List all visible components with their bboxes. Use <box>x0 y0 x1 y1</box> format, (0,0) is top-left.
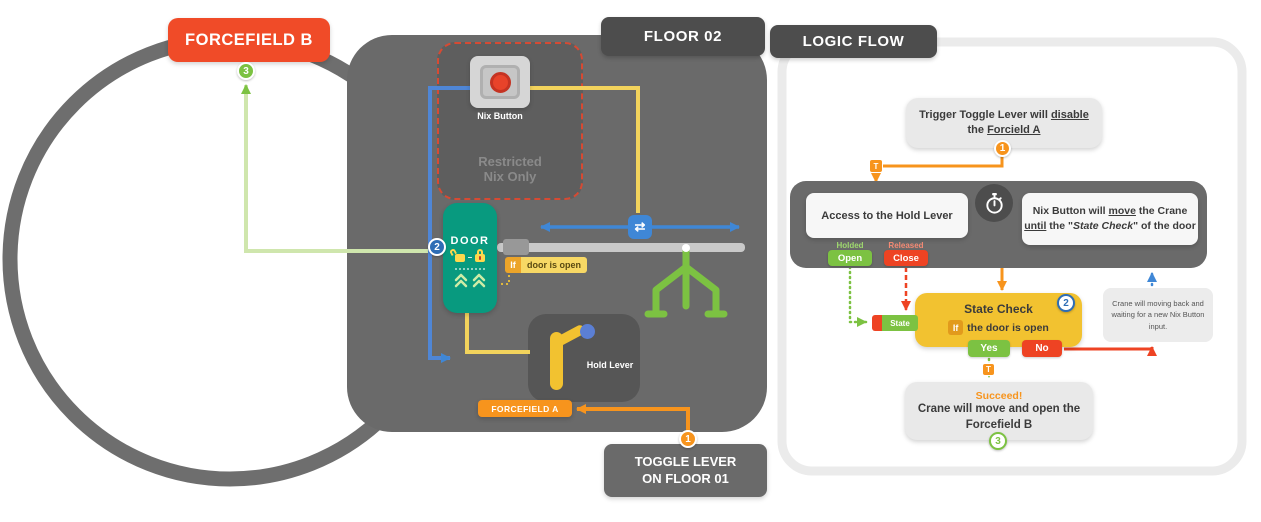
trigger-text-4: Forcield A <box>987 124 1041 136</box>
logic-flow-header: LOGIC FLOW <box>770 25 937 58</box>
floor-label: FLOOR 02 <box>601 17 765 56</box>
state-chip: State <box>872 315 918 331</box>
badge-2: 2 <box>428 238 446 256</box>
yes-button: Yes <box>968 340 1010 357</box>
lock-open-icon <box>454 254 465 262</box>
forcefield-b-label: FORCEFIELD B <box>168 18 330 62</box>
note-box: Crane will moving back and waiting for a… <box>1103 288 1213 342</box>
nix-text-7: " of the door <box>1133 220 1196 232</box>
state-chip-red-notch <box>872 315 882 331</box>
lock-closed-icon <box>475 249 486 262</box>
access-box: Access to the Hold Lever <box>806 193 968 238</box>
badge-3: 3 <box>237 62 255 80</box>
nix-button-label: Nix Button <box>477 111 523 121</box>
hold-lever-knob-icon <box>580 324 595 339</box>
toggle-lever-line1: TOGGLE LEVER <box>634 453 737 469</box>
state-if-chip: If <box>948 320 964 335</box>
nix-text-2: move <box>1108 205 1136 218</box>
holded-label: Holded <box>836 241 864 250</box>
succeed-line2: Forcefield B <box>965 418 1033 431</box>
trigger-text-2: disable <box>1050 109 1089 122</box>
state-condition: the door is open <box>967 321 1049 334</box>
succeed-line1: Crane will move and open the <box>917 403 1081 415</box>
nix-text-6: State Check <box>1072 220 1134 232</box>
lever-chip-trigger: T <box>869 159 883 173</box>
nix-text-4: until <box>1024 220 1047 232</box>
flow-badge-2: 2 <box>1057 294 1075 312</box>
badge-1: 1 <box>679 430 697 448</box>
nix-text-1: Nix Button will <box>1032 205 1109 218</box>
lock-dash: – <box>467 253 473 262</box>
flow-badge-1: 1 <box>994 140 1011 157</box>
if-chip-text: door is open <box>521 257 587 273</box>
restricted-label-line1: Restricted <box>478 154 542 170</box>
nix-text-3: the Crane <box>1135 205 1188 218</box>
open-button: Open <box>828 250 872 266</box>
succeed-title: Succeed! <box>975 390 1023 402</box>
toggle-lever-line2: ON FLOOR 01 <box>642 470 729 486</box>
door: DOOR – <box>443 203 497 313</box>
nix-flow-box: Nix Button will move the Crane until the… <box>1022 193 1198 245</box>
lever-chip-succeed: T <box>982 363 995 376</box>
restricted-label-line2: Nix Only <box>483 168 537 184</box>
if-chip-if: If <box>505 257 521 273</box>
hold-lever-label: Hold Lever <box>586 360 634 370</box>
door-label: DOOR <box>450 235 490 247</box>
door-dotted-divider <box>455 268 485 270</box>
door-chevrons-up-icon <box>454 273 486 288</box>
timer-icon <box>975 184 1013 222</box>
flow-badge-3: 3 <box>989 432 1007 450</box>
state-check-title: State Check <box>964 302 1033 316</box>
nix-text-5: the " <box>1046 220 1073 232</box>
toggle-lever-box: TOGGLE LEVER ON FLOOR 01 <box>604 444 767 497</box>
nix-button-icon <box>470 56 530 108</box>
loop-icon: ⇄ <box>628 215 652 239</box>
state-chip-label: State <box>882 315 918 331</box>
trigger-text-1: Trigger Toggle Lever will <box>919 109 1051 122</box>
released-label: Released <box>888 241 924 250</box>
hold-lever-zone: Hold Lever <box>528 314 640 402</box>
no-button: No <box>1022 340 1062 357</box>
trigger-text-3: the <box>967 124 988 136</box>
hold-lever-bar <box>550 332 563 390</box>
if-door-open-chip: If door is open <box>505 257 587 273</box>
forcefield-a-label: FORCEFIELD A <box>478 400 572 417</box>
close-button: Close <box>884 250 928 266</box>
